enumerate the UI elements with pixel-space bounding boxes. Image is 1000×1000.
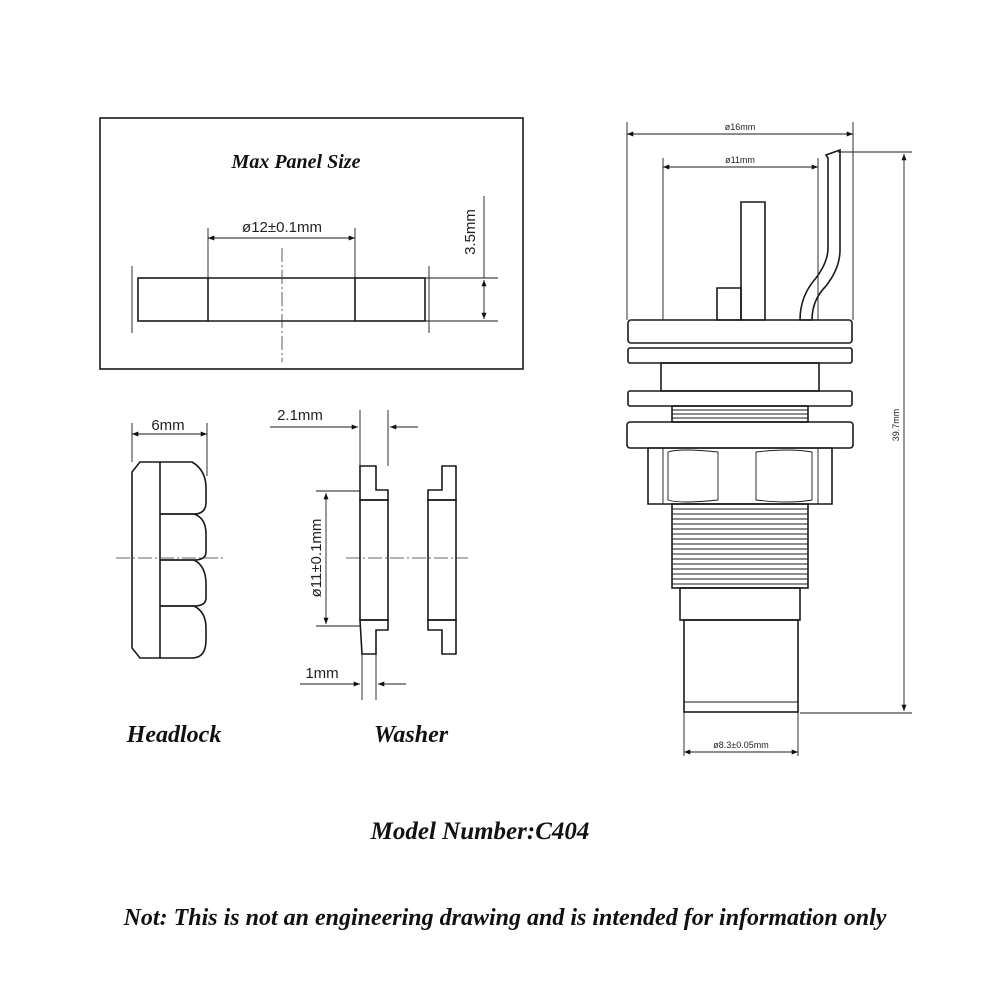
tip-dim-label: ø8.3±0.05mm [713,740,768,750]
connector-diagram: ø16mm ø11mm 39.7mm [626,122,912,756]
conn-inner-label: ø11mm [725,155,755,165]
panel-left-section [137,277,209,322]
nut-width-label: 6mm [151,417,184,434]
nut-flange-section [131,461,161,659]
washer-left-body [359,499,389,621]
nut-hex-face-3 [160,559,207,607]
flange-neck [660,362,820,392]
conn-height-label: 39.7mm [891,409,901,442]
headlock-diagram: 6mm Headlock [116,417,224,748]
washer-thick-label: 2.1mm [277,407,323,424]
center-terminal-base [716,287,742,321]
washer-right-body [427,499,457,621]
flange-ring-1 [627,319,853,344]
ground-terminal [799,148,841,321]
conn-outer-label: ø16mm [725,122,756,132]
hole-dim-label: ø12±0.1mm [242,219,322,236]
washer-diagram: 2.1mm ø11±0.1mm 1mm Washer [270,407,468,748]
nut-hex-face-1 [160,461,207,515]
washer-label: Washer [374,722,449,748]
panel-right-section [354,277,426,322]
panel-frame [99,117,524,370]
washer-left-bottom-section [359,619,389,655]
washer-right-bottom-section [427,619,457,655]
shoulder [679,587,801,621]
knurled-nut [626,421,854,449]
model-number: Model Number:C404 [370,818,590,845]
nut-hex-face-2 [160,513,207,561]
panel-size-diagram: Max Panel Size ø12±0.1mm 3.5mm [99,117,524,370]
thick-dim-label: 3.5mm [462,209,479,255]
center-terminal [740,201,766,321]
headlock-label: Headlock [126,722,222,748]
upper-thread [671,405,809,423]
connector-tip [683,619,799,713]
hex-nut [647,447,833,505]
lower-thread [671,503,809,589]
nut-hex-face-4 [160,605,207,659]
washer-left-top-section [359,465,389,501]
flange-ring-2 [627,347,853,364]
washer-right-top-section [427,465,457,501]
washer-flange-label: 1mm [305,665,338,682]
panel-title: Max Panel Size [231,151,361,173]
washer-inner-label: ø11±0.1mm [308,519,325,598]
flange-ring-3 [627,390,853,407]
disclaimer-note: Not: This is not an engineering drawing … [123,905,887,931]
